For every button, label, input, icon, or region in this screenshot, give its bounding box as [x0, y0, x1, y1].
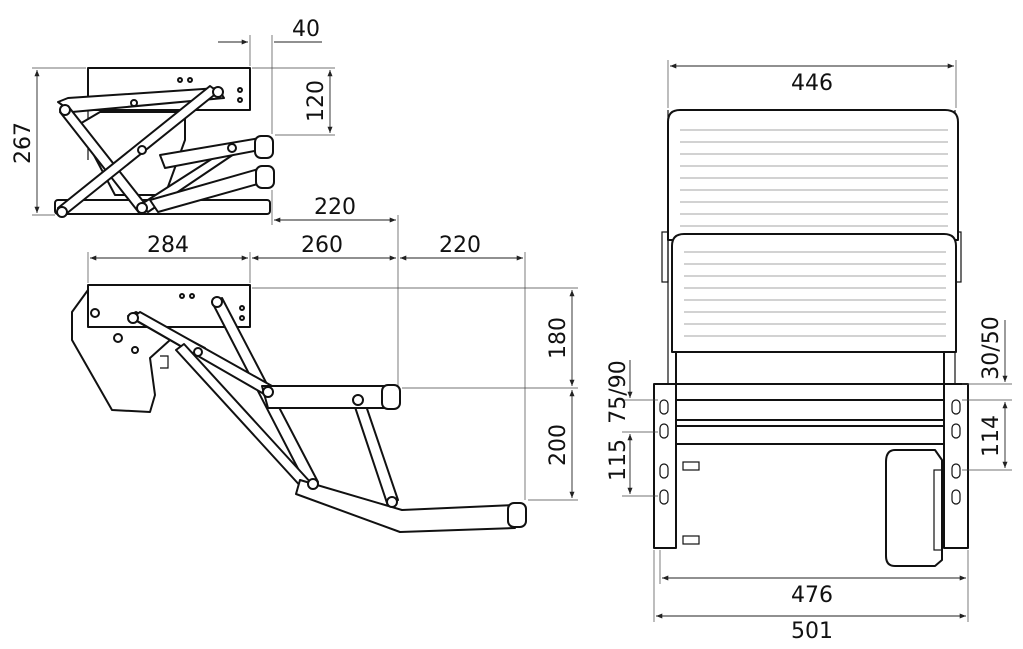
dim-folded-total-height: 267 — [11, 122, 36, 164]
dim-slot-left-upper: 75/90 — [606, 360, 631, 423]
dim-first-step-reach: 260 — [301, 233, 343, 258]
dim-slot-left-lower: 115 — [606, 439, 631, 481]
upper-tread-ribs — [680, 129, 948, 227]
folded-side-view — [54, 67, 275, 218]
dim-folded-reach: 220 — [314, 195, 356, 220]
dim-base-depth: 284 — [147, 233, 189, 258]
front-dimensions: 446 476 501 75/90 115 30/50 114 — [606, 60, 1012, 644]
dim-folded-overhang: 40 — [292, 17, 320, 42]
left-plate-slots — [659, 399, 669, 505]
dim-tread-width: 446 — [791, 71, 833, 96]
dim-outer-width: 501 — [791, 619, 833, 644]
dim-slot-right-lower: 114 — [979, 415, 1004, 457]
lower-tread-ribs — [684, 251, 946, 337]
unfolded-side-view — [71, 284, 527, 533]
dim-inner-width: 476 — [791, 583, 833, 608]
unfolded-dimensions: 284 260 220 180 200 — [87, 233, 578, 501]
dim-folded-height-upper: 120 — [304, 80, 329, 122]
dim-slot-right-upper: 30/50 — [979, 316, 1004, 379]
dim-first-step-drop: 180 — [546, 317, 571, 359]
dim-second-step-drop: 200 — [546, 424, 571, 466]
front-view — [653, 109, 969, 567]
dim-second-step-reach: 220 — [439, 233, 481, 258]
folded-dimensions: 267 120 40 220 — [11, 17, 399, 395]
right-plate-slots — [951, 399, 961, 505]
